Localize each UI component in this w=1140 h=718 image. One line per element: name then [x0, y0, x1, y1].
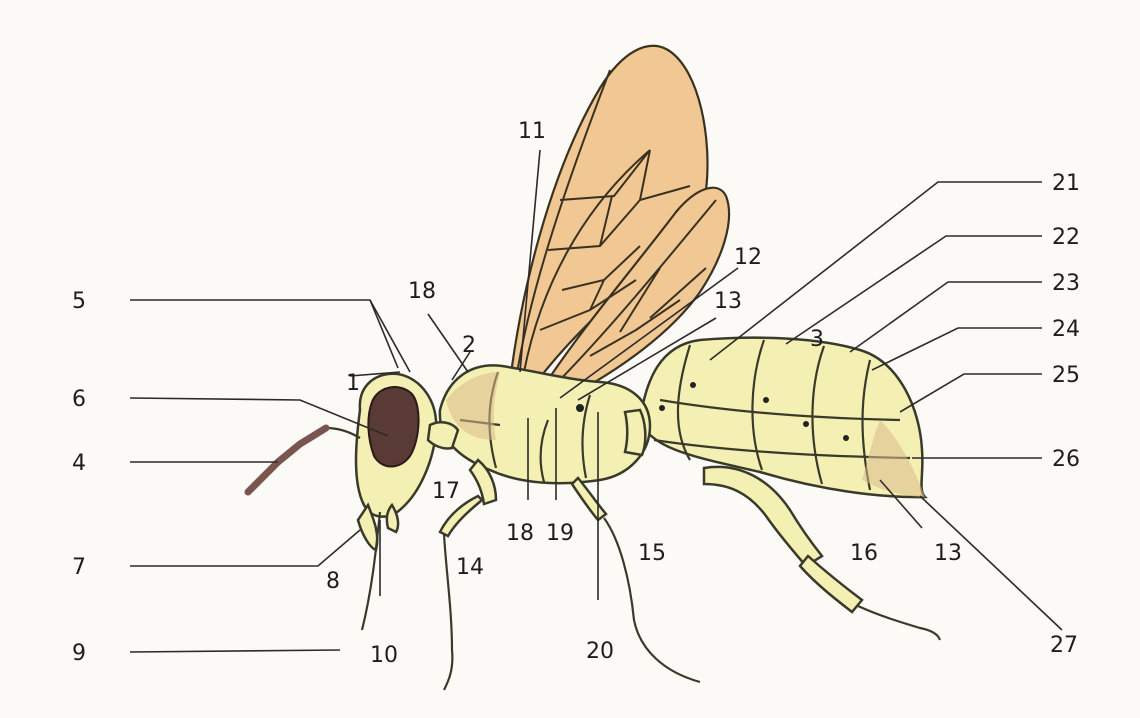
thorax-spiracle	[576, 404, 584, 412]
label-21: 21	[1052, 171, 1080, 196]
leader-7	[130, 530, 360, 566]
label-8: 8	[326, 569, 340, 594]
label-16: 16	[850, 541, 878, 566]
leader-6	[130, 398, 388, 436]
label-24: 24	[1052, 317, 1080, 342]
label-7: 7	[72, 555, 86, 580]
fore-leg-tarsus	[444, 534, 452, 690]
label-2: 2	[462, 333, 476, 358]
petiole	[625, 410, 645, 455]
label-22: 22	[1052, 225, 1080, 250]
label-9: 9	[72, 641, 86, 666]
leader-23	[850, 282, 1042, 352]
leader-5b	[370, 300, 410, 372]
compound-eye	[368, 387, 418, 466]
thorax	[440, 365, 650, 483]
abdomen	[640, 338, 925, 497]
label-20: 20	[586, 639, 614, 664]
label-13-bottom: 13	[934, 541, 962, 566]
spiracle-3	[803, 421, 809, 427]
label-3: 3	[810, 327, 824, 352]
leader-9	[130, 650, 340, 652]
label-13-top: 13	[714, 289, 742, 314]
label-12: 12	[734, 245, 762, 270]
label-25: 25	[1052, 363, 1080, 388]
antenna-flagellum	[248, 428, 326, 492]
label-1: 1	[346, 371, 360, 396]
hind-leg-tarsus	[858, 606, 940, 640]
label-18-top: 18	[408, 279, 436, 304]
label-17: 17	[432, 479, 460, 504]
antenna-scape	[326, 428, 360, 438]
neck	[428, 422, 458, 448]
mid-leg-femur	[572, 478, 606, 520]
label-15: 15	[638, 541, 666, 566]
label-6: 6	[72, 387, 86, 412]
label-10: 10	[370, 643, 398, 668]
label-4: 4	[72, 451, 86, 476]
label-14: 14	[456, 555, 484, 580]
leader-24	[872, 328, 1042, 370]
label-19: 19	[546, 521, 574, 546]
label-23: 23	[1052, 271, 1080, 296]
spiracle-4	[843, 435, 849, 441]
label-26: 26	[1052, 447, 1080, 472]
label-11: 11	[518, 119, 546, 144]
label-5: 5	[72, 289, 86, 314]
label-18-bottom: 18	[506, 521, 534, 546]
leader-5	[130, 300, 398, 368]
label-27: 27	[1050, 633, 1078, 658]
spiracle-1	[690, 382, 696, 388]
spiracle-2	[763, 397, 769, 403]
spiracle-5	[659, 405, 665, 411]
antenna	[248, 428, 360, 492]
leader-25	[900, 374, 1042, 412]
